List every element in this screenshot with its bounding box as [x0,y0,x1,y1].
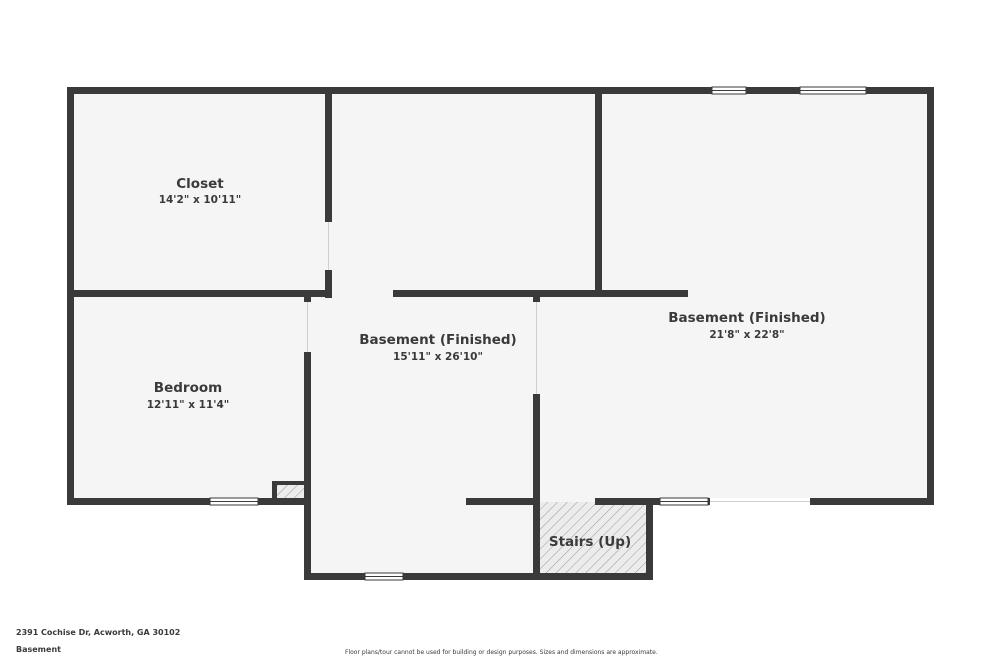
address-text: 2391 Cochise Dr, Acworth, GA 30102 [16,628,181,637]
small-hatch-box [277,485,305,500]
window-center-bottom [364,572,404,581]
stairs-label: Stairs (Up) [549,534,631,550]
window-top-2 [799,86,867,95]
closet-dims: 14'2" x 10'11" [159,194,242,206]
bedroom-label: Bedroom [154,380,222,396]
basement-center-label: Basement (Finished) [359,332,516,348]
disclaimer-text: Floor plans/tour cannot be used for buil… [345,649,658,656]
closet-label: Closet [176,176,224,192]
stairs-hatch [538,502,650,576]
level-text: Basement [16,645,61,654]
walls [67,87,934,580]
basement-right-label: Basement (Finished) [668,310,825,326]
windows [209,86,867,581]
opening-lines [307,222,537,394]
bedroom-dims: 12'11" x 11'4" [147,399,230,411]
window-bedroom [209,497,259,506]
window-top-1 [711,86,747,95]
basement-right-dims: 21'8" x 22'8" [709,329,784,341]
window-right-bottom [659,497,709,506]
basement-center-dims: 15'11" x 26'10" [393,351,483,363]
opening-right-bottom [710,498,810,505]
